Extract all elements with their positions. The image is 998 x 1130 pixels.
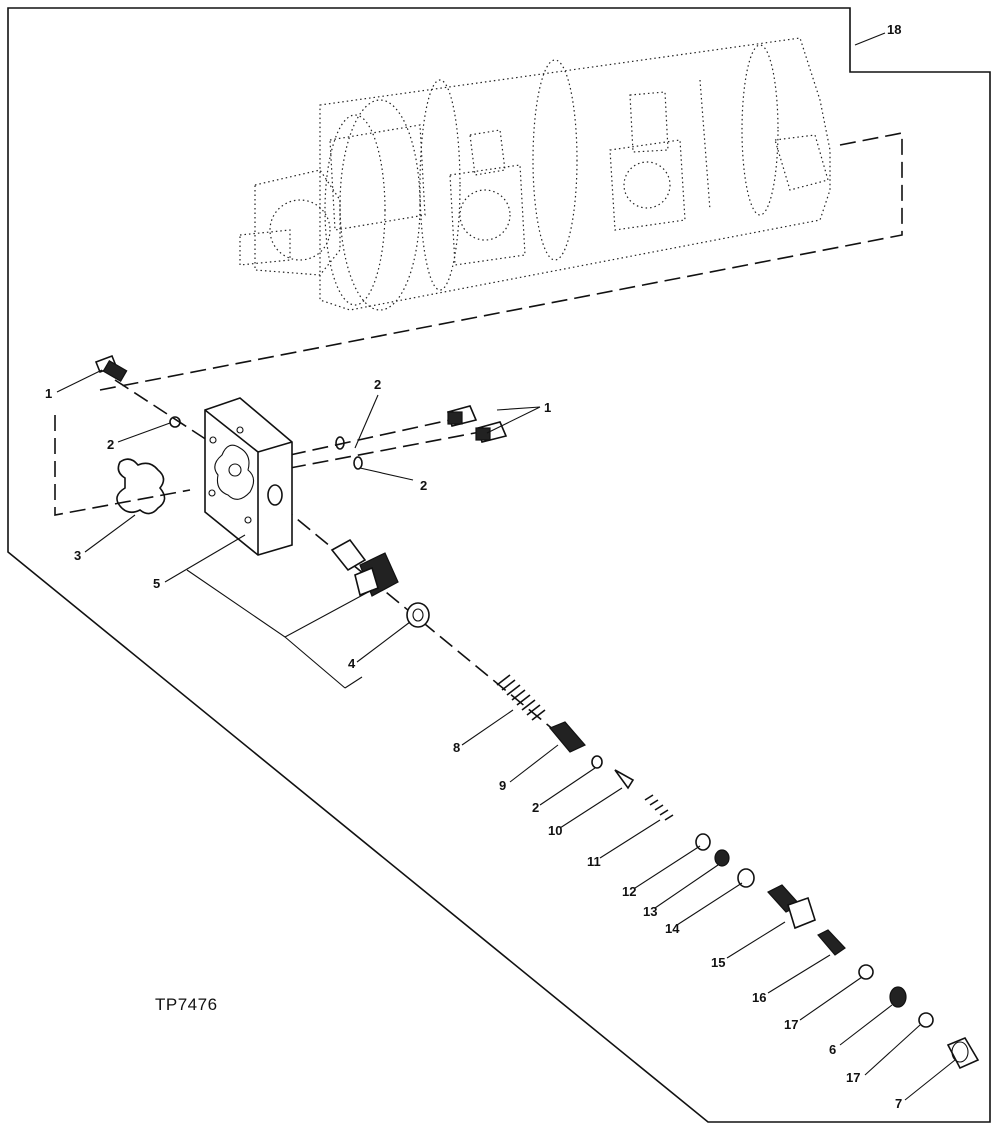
nut-part [889,986,907,1008]
callout-7: 7 [895,1096,902,1111]
callout-2-left: 2 [107,437,114,452]
fitting-right-lower [475,421,508,443]
callout-2-lower: 2 [532,800,539,815]
spring-small [644,794,674,821]
ring-13 [714,849,730,867]
pump-assembly-outline [239,37,831,311]
o-ring-17a [858,964,874,980]
o-ring-2b [335,436,345,450]
plug-part [767,884,816,930]
callout-16: 16 [752,990,766,1005]
dashed-bracket-pump [99,132,903,391]
figure-code: TP7476 [155,995,218,1014]
diagram-border [7,7,991,1123]
o-ring-2d [591,755,603,769]
callout-10: 10 [548,823,562,838]
callout-17-lower: 17 [846,1070,860,1085]
callout-6: 6 [829,1042,836,1057]
callout-5: 5 [153,576,160,591]
callout-1-right: 1 [544,400,551,415]
callout-3: 3 [74,548,81,563]
callout-18: 18 [887,22,901,37]
o-ring-17b [918,1012,934,1028]
fitting-right-upper [447,405,478,427]
callout-2-right: 2 [420,478,427,493]
callout-13: 13 [643,904,657,919]
callout-12: 12 [622,884,636,899]
callout-11: 11 [587,854,601,869]
o-ring-2a [169,416,181,428]
poppet-part [549,721,586,753]
o-ring-2c [353,456,363,470]
cap-part [946,1036,980,1070]
callout-2-top: 2 [374,377,381,392]
adjusting-screw [817,929,846,956]
callout-17-upper: 17 [784,1017,798,1032]
callout-9: 9 [499,778,506,793]
dashed-axis-ports [289,419,481,469]
ring-12 [695,833,711,851]
valve-plate-part [204,397,293,556]
cone-part [614,769,635,790]
callout-4: 4 [348,656,356,671]
relief-valve-cartridge [330,538,399,597]
washer-part [406,602,430,628]
spring-large [496,674,546,721]
leader-lines [56,32,956,1101]
callout-1-left: 1 [45,386,52,401]
fitting-top-left [94,354,128,383]
ring-14 [737,868,755,888]
callout-14: 14 [665,921,680,936]
dashed-axis-valve [279,504,561,736]
dashed-bracket-plate [54,415,191,516]
callout-15: 15 [711,955,725,970]
gasket-part [116,458,166,515]
callout-8: 8 [453,740,460,755]
